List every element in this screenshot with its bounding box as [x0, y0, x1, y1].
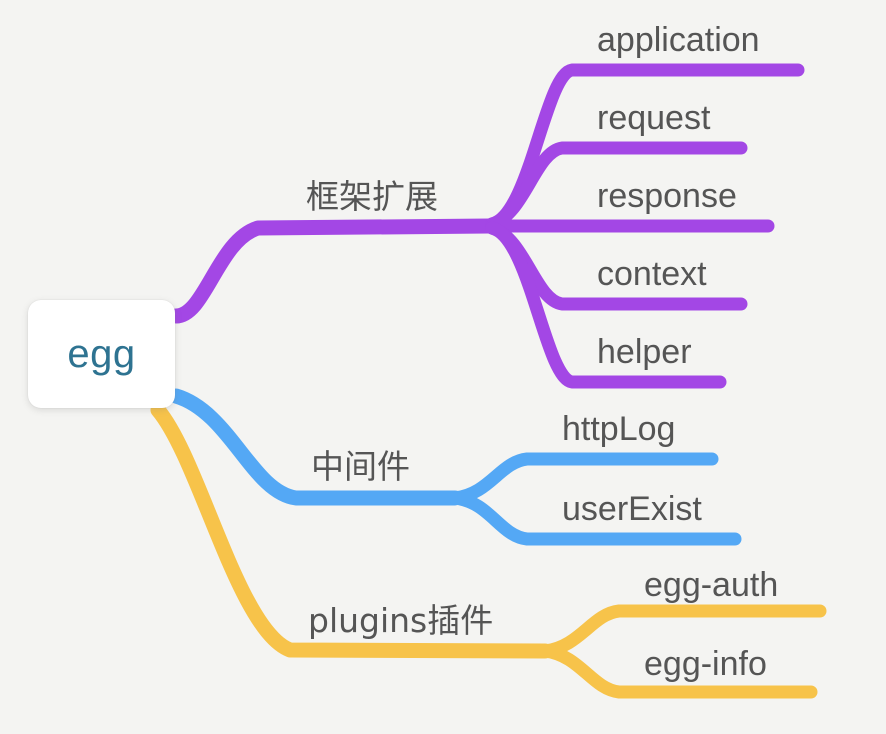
leaf-path-egg-info [538, 644, 818, 699]
root-node-label: egg [67, 332, 136, 376]
trunk-path-framework-extension [168, 218, 498, 324]
branch-label-middleware[interactable]: 中间件 [311, 447, 410, 486]
leaf-path-helper [485, 221, 727, 389]
leaf-label-userexist[interactable]: userExist [562, 490, 702, 528]
branch-label-framework-extension[interactable]: 框架扩展 [306, 177, 438, 216]
leaf-label-context[interactable]: context [597, 255, 707, 293]
leaf-label-egg-auth[interactable]: egg-auth [644, 566, 779, 604]
leaf-label-request[interactable]: request [597, 99, 711, 137]
leaf-label-helper[interactable]: helper [597, 333, 692, 371]
trunk-path-middleware [168, 388, 463, 506]
leaf-label-application[interactable]: application [597, 21, 760, 59]
leaf-label-httplog[interactable]: httpLog [562, 410, 676, 448]
root-node-egg[interactable]: egg [28, 300, 175, 408]
leaf-label-response[interactable]: response [597, 177, 737, 215]
leaf-label-egg-info[interactable]: egg-info [644, 645, 767, 683]
leaf-path-request [485, 141, 748, 231]
trunk-path-plugins [150, 402, 553, 659]
leaf-path-userexist [448, 491, 742, 546]
branch-label-plugins[interactable]: plugins插件 [308, 601, 494, 640]
